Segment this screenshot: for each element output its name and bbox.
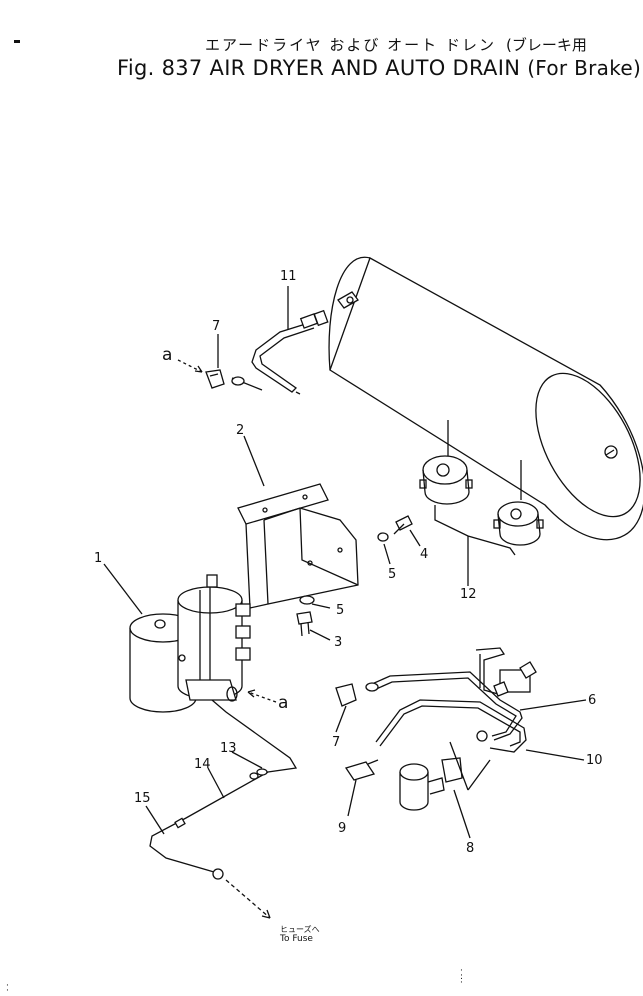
auto-drain-valve-12-left (419, 420, 473, 505)
leader-13 (231, 751, 263, 769)
leader-7-lower (335, 705, 347, 733)
callout-10: 10 (586, 753, 603, 768)
callout-6: 6 (588, 693, 596, 708)
valve-block (493, 661, 537, 697)
auto-drain-valve-12-right (493, 460, 544, 546)
leader-bracket-12 (434, 505, 516, 580)
figure-title: Fig. 837 AIR DRYER AND AUTO DRAIN (For B… (117, 56, 641, 80)
callout-13: 13 (220, 741, 237, 756)
leader-15 (145, 805, 165, 835)
callout-1: 1 (94, 551, 102, 566)
callout-14: 14 (194, 757, 211, 772)
leader-5-right (383, 543, 391, 565)
fitting-8-nut (476, 730, 488, 742)
leader-8 (453, 789, 471, 839)
elbow-fitting-7-top (205, 369, 225, 389)
title-japanese-paren: (ブレーキ用 (506, 36, 587, 54)
leader-5-lower (311, 603, 331, 609)
callout-4: 4 (420, 547, 428, 562)
arrow-label-a-top: a (162, 345, 172, 365)
leader-10 (525, 749, 585, 761)
callout-5-right: 5 (388, 567, 396, 582)
fuse-note-english: To Fuse (280, 934, 313, 944)
washer-5-lower (299, 595, 315, 605)
margin-mark (14, 40, 20, 43)
callout-9: 9 (338, 821, 346, 836)
callout-15: 15 (134, 791, 151, 806)
callout-12: 12 (460, 587, 477, 602)
title-english-paren: (For Brake) (527, 56, 642, 80)
callout-2: 2 (236, 423, 244, 438)
check-valve-8 (399, 741, 491, 811)
arrow-a-top (177, 359, 203, 373)
arrow-a-lower (247, 689, 277, 703)
fuse-note-japanese: ヒューズへ (280, 925, 320, 934)
title-english: Fig. 837 AIR DRYER AND AUTO DRAIN (117, 56, 521, 80)
corner-mark-left: ·· (6, 981, 9, 996)
air-tank (328, 256, 643, 541)
leader-1 (103, 563, 143, 615)
wire-harness (149, 699, 298, 880)
tube-10 (375, 647, 527, 753)
bolt-4 (393, 515, 413, 535)
air-dryer-1 (129, 574, 251, 713)
callout-7-lower: 7 (332, 735, 340, 750)
bolt-3 (296, 611, 313, 637)
callout-8: 8 (466, 841, 474, 856)
elbow-fitting-9 (344, 759, 379, 781)
leader-14 (207, 767, 225, 799)
leader-6 (519, 699, 587, 711)
elbow-fitting-7-lower (335, 683, 357, 707)
callout-11: 11 (280, 269, 297, 284)
arrow-to-fuse (225, 879, 271, 919)
callout-3: 3 (334, 635, 342, 650)
callout-5-lower: 5 (336, 603, 344, 618)
callout-7-top: 7 (212, 319, 220, 334)
arrow-label-a-lower: a (278, 693, 288, 713)
title-japanese: エアードライヤ および オート ドレン (205, 36, 496, 54)
tube-11 (231, 309, 329, 395)
corner-mark: ·:· (460, 966, 464, 988)
leader-4 (409, 529, 421, 547)
leader-9 (347, 779, 357, 817)
leader-3 (309, 629, 331, 641)
tube-6 (365, 671, 523, 741)
bracket-2 (237, 483, 359, 609)
leader-2 (243, 435, 265, 487)
washer-5-right (377, 532, 389, 542)
